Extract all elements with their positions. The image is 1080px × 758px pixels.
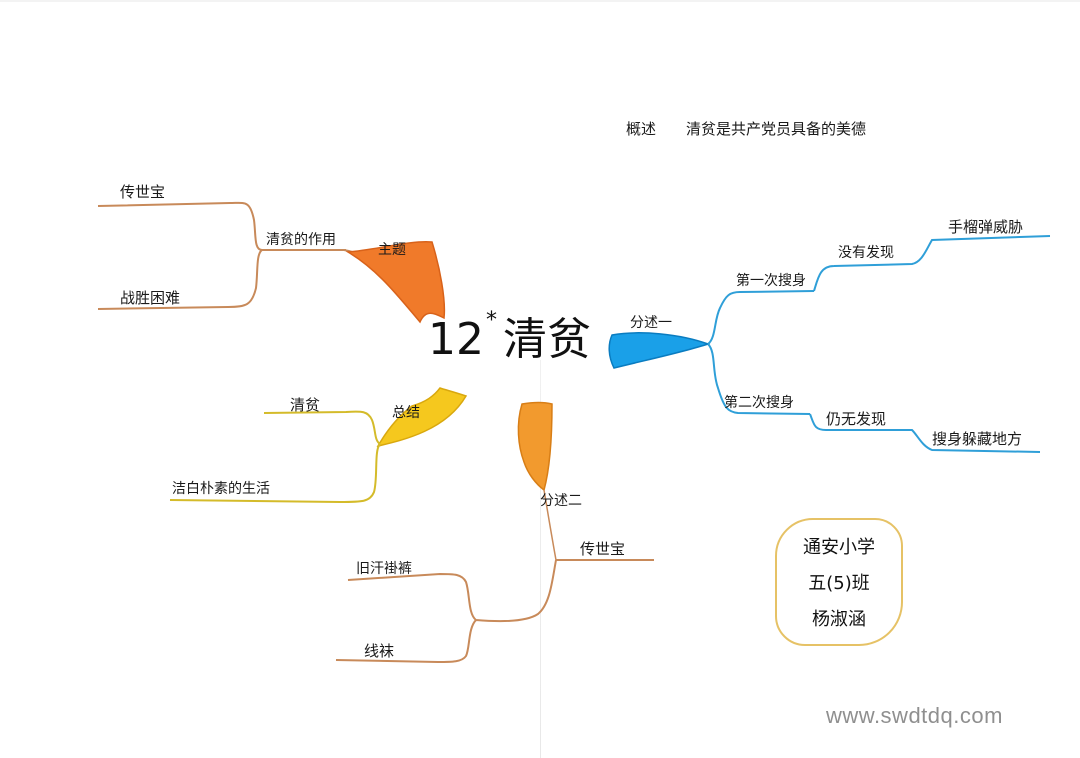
part2-child-1: 旧汗褂裤 <box>356 561 412 577</box>
lesson-title: 清贫 <box>503 314 591 365</box>
summary-wedge <box>376 387 468 448</box>
part2-connector <box>543 489 557 561</box>
overview-text: 清贫是共产党员具备的美德 <box>686 120 867 138</box>
theme-node: 清贫的作用 <box>266 232 336 248</box>
paper-edge <box>0 0 1080 2</box>
signature-school: 通安小学 <box>803 537 875 558</box>
signature-class: 五(5)班 <box>808 573 870 594</box>
part1-search-1-result: 没有发现 <box>838 245 894 261</box>
part1-search-1-detail: 手榴弹威胁 <box>948 218 1024 236</box>
summary-child-1: 清贫 <box>290 396 321 414</box>
theme-label: 主题 <box>378 242 406 258</box>
lesson-mark: * <box>486 308 497 333</box>
theme-child-2: 战胜困难 <box>120 289 181 307</box>
theme-wedge <box>345 240 446 324</box>
overview: 概述 清贫是共产党员具备的美德 <box>626 118 866 139</box>
part2-label: 分述二 <box>540 493 582 509</box>
overview-label: 概述 <box>626 120 657 138</box>
theme-fork <box>97 201 263 310</box>
part1-branch-b <box>809 413 1041 453</box>
summary-child-2: 洁白朴素的生活 <box>172 481 270 497</box>
part2-node: 传世宝 <box>580 540 626 558</box>
part1-branch-a <box>813 235 1051 292</box>
part1-wedge <box>608 332 711 369</box>
part1-search-2: 第二次搜身 <box>724 395 794 411</box>
lesson-number: 12 <box>428 314 484 365</box>
part1-search-2-detail: 搜身躲藏地方 <box>932 430 1023 448</box>
signature-box: 通安小学 五(5)班 杨淑涵 <box>775 518 903 646</box>
part1-fork <box>707 290 815 415</box>
part2-wedge <box>517 401 553 492</box>
signature-name: 杨淑涵 <box>812 609 866 630</box>
summary-fork <box>169 410 381 504</box>
theme-child-1: 传世宝 <box>120 183 166 201</box>
paper-fold-line <box>540 360 541 758</box>
part2-child-2: 线袜 <box>364 642 395 660</box>
watermark: www.swdtdq.com <box>826 703 1003 728</box>
summary-label: 总结 <box>392 405 420 421</box>
part1-label: 分述一 <box>630 315 672 331</box>
part1-search-2-result: 仍无发现 <box>826 410 887 428</box>
central-title: 12*清贫 <box>428 310 591 362</box>
part1-search-1: 第一次搜身 <box>736 273 806 289</box>
part2-stem <box>335 559 654 664</box>
